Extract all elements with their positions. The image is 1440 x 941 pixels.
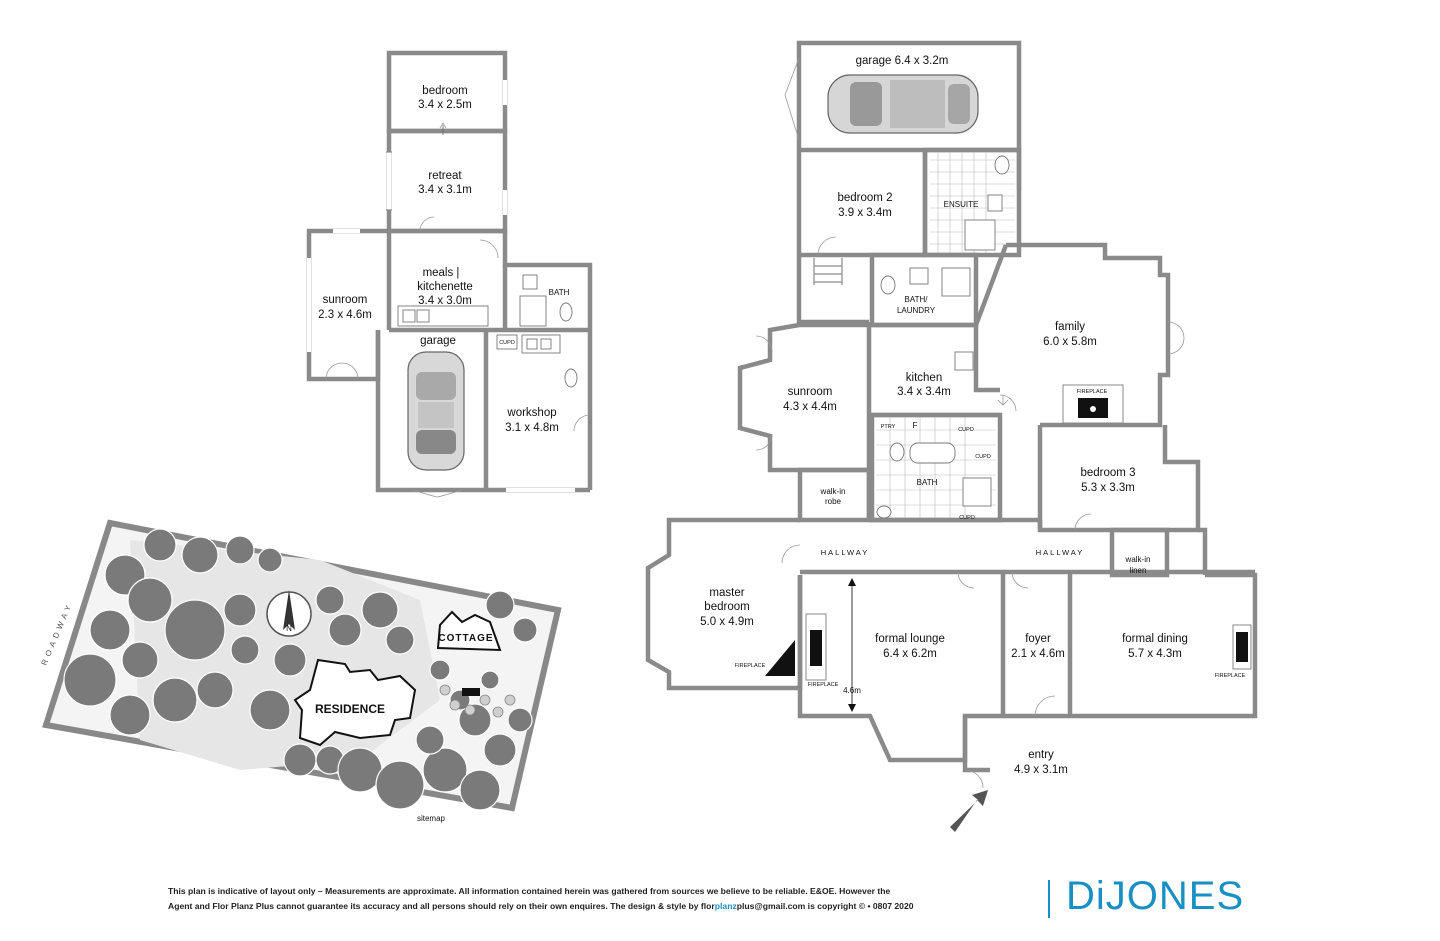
residence-fridge-label: F bbox=[913, 421, 918, 430]
residence-cupd-label-2: CUPD bbox=[975, 454, 991, 460]
residence-bedroom2-label: bedroom 2 bbox=[838, 192, 893, 204]
cottage-door bbox=[419, 216, 435, 232]
residence-family-label: family bbox=[1055, 321, 1085, 333]
residence-bedroom3-label: bedroom 3 bbox=[1081, 467, 1136, 479]
cottage-retreat-size: 3.4 x 3.1m bbox=[418, 184, 472, 196]
cottage-car bbox=[407, 351, 465, 471]
residence-sunroom-walls bbox=[737, 322, 869, 473]
residence-stairs bbox=[813, 258, 843, 285]
residence-ensuite-label: ENSUITE bbox=[944, 200, 979, 209]
cottage-bedroom-size: 3.4 x 2.5m bbox=[418, 99, 472, 111]
entry-arrow-icon bbox=[950, 790, 988, 832]
residence-linen-label: linen bbox=[1130, 566, 1147, 575]
north-compass-icon: N bbox=[266, 590, 312, 637]
cottage-bedroom-label: bedroom bbox=[422, 85, 467, 97]
residence-master-bedroom-label: bedroom bbox=[704, 601, 749, 613]
cottage-toilet bbox=[559, 302, 573, 322]
residence-hallway-label-right: HALLWAY bbox=[1036, 548, 1084, 557]
site-residence-label: RESIDENCE bbox=[315, 702, 385, 716]
north-label: N bbox=[286, 624, 292, 633]
disclaimer: This plan is indicative of layout only –… bbox=[168, 884, 1038, 914]
residence-foyer-label: foyer bbox=[1025, 633, 1051, 645]
disclaimer-line-2-end: plus@gmail.com is copyright © • 0807 202… bbox=[736, 901, 914, 911]
residence-cupd-label: CUPD bbox=[958, 427, 974, 433]
disclaimer-brand-highlight: planz bbox=[714, 901, 737, 911]
residence-kitchen-sink bbox=[954, 351, 974, 371]
cottage-cupd-label: CUPD bbox=[499, 340, 515, 346]
residence-bedroom2-walls bbox=[796, 150, 869, 325]
family-fireplace-label: FIREPLACE bbox=[1077, 389, 1108, 395]
residence-walkin-robe-walls bbox=[797, 467, 872, 523]
residence-master-size: 5.0 x 4.9m bbox=[700, 616, 754, 628]
residence-entry-size: 4.9 x 3.1m bbox=[1014, 764, 1068, 776]
residence-walkin-robe-label: walk-in bbox=[820, 487, 846, 496]
dijones-logo: DiJONES bbox=[1066, 874, 1245, 918]
lounge-fireplace-label: FIREPLACE bbox=[808, 682, 839, 688]
residence-dining-size: 5.7 x 4.3m bbox=[1128, 648, 1182, 660]
sitemap: N COTTAGE RESIDENCE ROADWAY sitemap bbox=[40, 519, 562, 823]
sitemap-label: sitemap bbox=[417, 814, 446, 823]
cottage-workshop-size: 3.1 x 4.8m bbox=[505, 422, 559, 434]
residence-walkin-linen-label: walk-in bbox=[1125, 555, 1151, 564]
residence-bedroom3-size: 5.3 x 3.3m bbox=[1081, 482, 1135, 494]
cottage-arrow-head bbox=[439, 122, 447, 129]
residence-garage-label: garage 6.4 x 3.2m bbox=[856, 55, 949, 67]
residence-lounge-walls bbox=[797, 569, 1006, 763]
residence-kitchen-label: kitchen bbox=[906, 372, 942, 384]
cottage-shower bbox=[519, 295, 547, 327]
cottage-kitchenette-label: kitchenette bbox=[417, 281, 473, 293]
residence-dining-walls bbox=[1070, 572, 1258, 719]
residence-bedroom2-size: 3.9 x 3.4m bbox=[838, 207, 892, 219]
master-fireplace-label: FIREPLACE bbox=[735, 663, 766, 669]
residence-plan: garage 6.4 x 3.2m bedroom 2 3.9 x 3.4m E… bbox=[645, 40, 1258, 832]
cottage-bath-label: BATH bbox=[549, 288, 570, 297]
cottage-garage-label: garage bbox=[420, 335, 456, 347]
residence-family-size: 6.0 x 5.8m bbox=[1043, 336, 1097, 348]
residence-entry-walls bbox=[962, 716, 990, 773]
cottage-meals-label: meals | bbox=[423, 267, 460, 279]
residence-height-label: 4.6m bbox=[843, 686, 861, 695]
residence-car bbox=[827, 74, 979, 134]
site-cottage-label: COTTAGE bbox=[438, 633, 493, 644]
cottage-plan: bedroom 3.4 x 2.5m retreat 3.4 x 3.1m su… bbox=[306, 50, 593, 498]
site-residence bbox=[293, 658, 417, 747]
residence-family-walls bbox=[1006, 242, 1171, 428]
cottage-sunroom-label: sunroom bbox=[323, 294, 368, 306]
residence-entry-label: entry bbox=[1028, 749, 1054, 761]
residence-robe-label: robe bbox=[825, 497, 842, 506]
residence-dining-label: formal dining bbox=[1122, 633, 1188, 645]
cottage-meals-size: 3.4 x 3.0m bbox=[418, 295, 472, 307]
cottage-sunroom-size: 2.3 x 4.6m bbox=[318, 309, 372, 321]
disclaimer-line-1: This plan is indicative of layout only –… bbox=[168, 886, 891, 896]
residence-walkin-linen-walls bbox=[1109, 527, 1170, 578]
residence-master-fireplace bbox=[765, 640, 795, 676]
residence-master-label: master bbox=[709, 587, 744, 599]
residence-hallway-label-left: HALLWAY bbox=[821, 548, 869, 557]
disclaimer-line-2: Agent and Flor Planz Plus cannot guarant… bbox=[168, 899, 1038, 914]
residence-laundry-label: LAUNDRY bbox=[897, 306, 936, 315]
residence-sunroom-size: 4.3 x 4.4m bbox=[783, 401, 837, 413]
disclaimer-line-2-start: Agent and Flor Planz Plus cannot guarant… bbox=[168, 901, 715, 911]
logo-divider bbox=[1048, 880, 1050, 918]
residence-foyer-size: 2.1 x 4.6m bbox=[1011, 648, 1065, 660]
cottage-retreat-label: retreat bbox=[428, 170, 462, 182]
residence-kitchen-size: 3.4 x 3.4m bbox=[897, 386, 951, 398]
residence-pantry-label: PTRY bbox=[881, 424, 896, 430]
dining-fireplace-label: FIREPLACE bbox=[1215, 673, 1246, 679]
residence-garage-walls bbox=[796, 40, 1022, 190]
site-trees bbox=[63, 528, 538, 811]
residence-lounge-label: formal lounge bbox=[875, 633, 945, 645]
cottage-workshop-label: workshop bbox=[506, 407, 556, 419]
residence-lounge-size: 6.4 x 6.2m bbox=[883, 648, 937, 660]
residence-sunroom-label: sunroom bbox=[788, 386, 833, 398]
residence-bath-laundry-label: BATH/ bbox=[905, 295, 929, 304]
residence-bath-label: BATH bbox=[917, 478, 938, 487]
residence-master-walls bbox=[645, 517, 803, 691]
site-cottage bbox=[436, 610, 502, 652]
residence-cupd-label-3: CUPD bbox=[959, 515, 975, 521]
